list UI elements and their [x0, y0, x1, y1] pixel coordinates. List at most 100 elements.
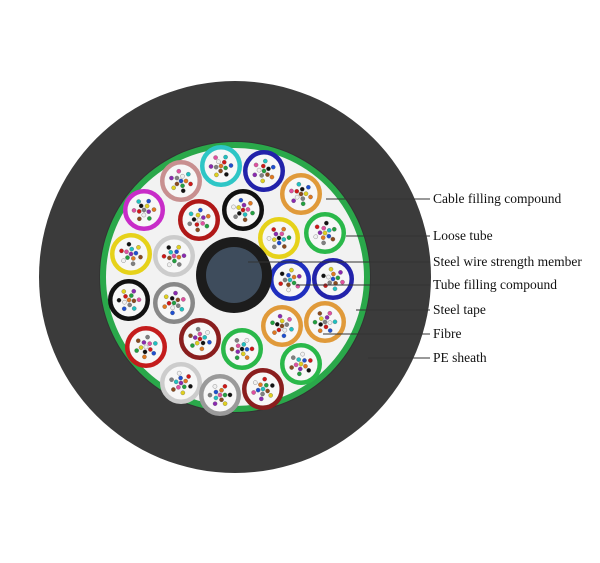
fibre — [173, 290, 178, 296]
fibre — [133, 250, 139, 256]
fibre — [204, 223, 210, 229]
fibre — [268, 393, 273, 398]
fibre — [300, 351, 305, 357]
fibre — [323, 283, 328, 288]
fibre — [180, 390, 186, 396]
fibre — [147, 341, 152, 346]
fibre — [162, 304, 167, 309]
fibre — [265, 172, 270, 177]
fibre — [302, 358, 307, 363]
loose-tube — [280, 173, 322, 215]
fibre — [169, 377, 174, 382]
fibre — [259, 173, 264, 178]
loose-tube — [110, 233, 152, 275]
fibre — [178, 178, 184, 184]
fibre — [281, 226, 286, 232]
fibre — [167, 255, 172, 261]
fibre — [275, 322, 280, 327]
fibre — [235, 349, 241, 354]
fibre — [123, 294, 128, 299]
fibre — [186, 374, 191, 379]
fibre — [238, 197, 244, 203]
fibre — [127, 302, 132, 308]
fibre — [286, 272, 291, 278]
fibre — [286, 282, 291, 288]
fibre — [116, 297, 122, 303]
loose-tube — [178, 199, 220, 241]
fibre — [286, 235, 292, 240]
fibre — [136, 245, 141, 250]
fibre — [136, 199, 141, 204]
label-steel-wire-strength-member: Steel wire strength member — [433, 254, 582, 269]
fibre — [131, 256, 136, 261]
fibre — [195, 326, 201, 332]
fibre — [146, 198, 151, 204]
fibre — [134, 348, 139, 353]
fibre — [330, 236, 336, 242]
fibre — [308, 194, 313, 200]
label-steel-tape: Steel tape — [433, 302, 486, 317]
fibre — [141, 207, 147, 213]
fibre — [291, 280, 297, 286]
fibre — [172, 258, 177, 264]
fibre — [166, 301, 172, 306]
fibre — [322, 230, 328, 236]
fibre — [119, 248, 124, 254]
fibre — [250, 210, 255, 216]
fibre — [200, 340, 206, 346]
fibre — [170, 305, 175, 311]
fibre — [234, 355, 240, 360]
fibre — [124, 249, 129, 255]
fibre — [282, 244, 287, 249]
fibre — [281, 237, 287, 242]
fibre — [256, 167, 262, 173]
loose-tube — [153, 282, 195, 324]
fibre — [143, 344, 149, 350]
fibre — [176, 385, 181, 390]
fibre — [195, 227, 200, 233]
fibre — [126, 297, 132, 303]
fibre — [286, 287, 291, 293]
fibre — [137, 216, 142, 222]
fibre — [222, 384, 228, 389]
fibre — [276, 327, 282, 333]
fibre — [168, 249, 173, 255]
fibre — [276, 235, 282, 241]
loose-tube — [269, 259, 311, 301]
label-cable-filling-compound: Cable filling compound — [433, 191, 562, 206]
fibre — [213, 389, 219, 395]
fibre — [202, 335, 207, 340]
fibre — [178, 380, 184, 386]
loose-tube — [200, 145, 242, 187]
fibre — [142, 354, 147, 360]
fibre — [188, 333, 193, 338]
fibre — [135, 338, 141, 343]
fibre — [175, 297, 181, 303]
fibre — [224, 172, 229, 177]
fibre — [244, 355, 250, 360]
label-fibre: Fibre — [433, 326, 462, 341]
fibre — [270, 164, 276, 170]
loose-tube — [261, 305, 303, 347]
fibre — [289, 326, 294, 332]
fibre — [317, 311, 323, 316]
fibre — [306, 184, 311, 190]
fibre — [183, 178, 189, 184]
fibre — [242, 217, 248, 223]
loose-tube — [258, 217, 300, 259]
fibre — [228, 163, 234, 168]
fibre — [298, 366, 303, 372]
fibre — [138, 254, 143, 260]
fibre — [173, 379, 179, 385]
fibre — [287, 277, 293, 283]
fibre — [297, 371, 302, 377]
fibre — [171, 185, 176, 191]
fibre — [177, 262, 182, 267]
fibre — [258, 382, 263, 387]
fibre — [266, 166, 271, 172]
fibre — [331, 271, 336, 277]
fibre — [240, 207, 246, 213]
strength-member-core — [206, 247, 262, 303]
fibre — [180, 188, 186, 194]
fibre — [138, 345, 144, 350]
